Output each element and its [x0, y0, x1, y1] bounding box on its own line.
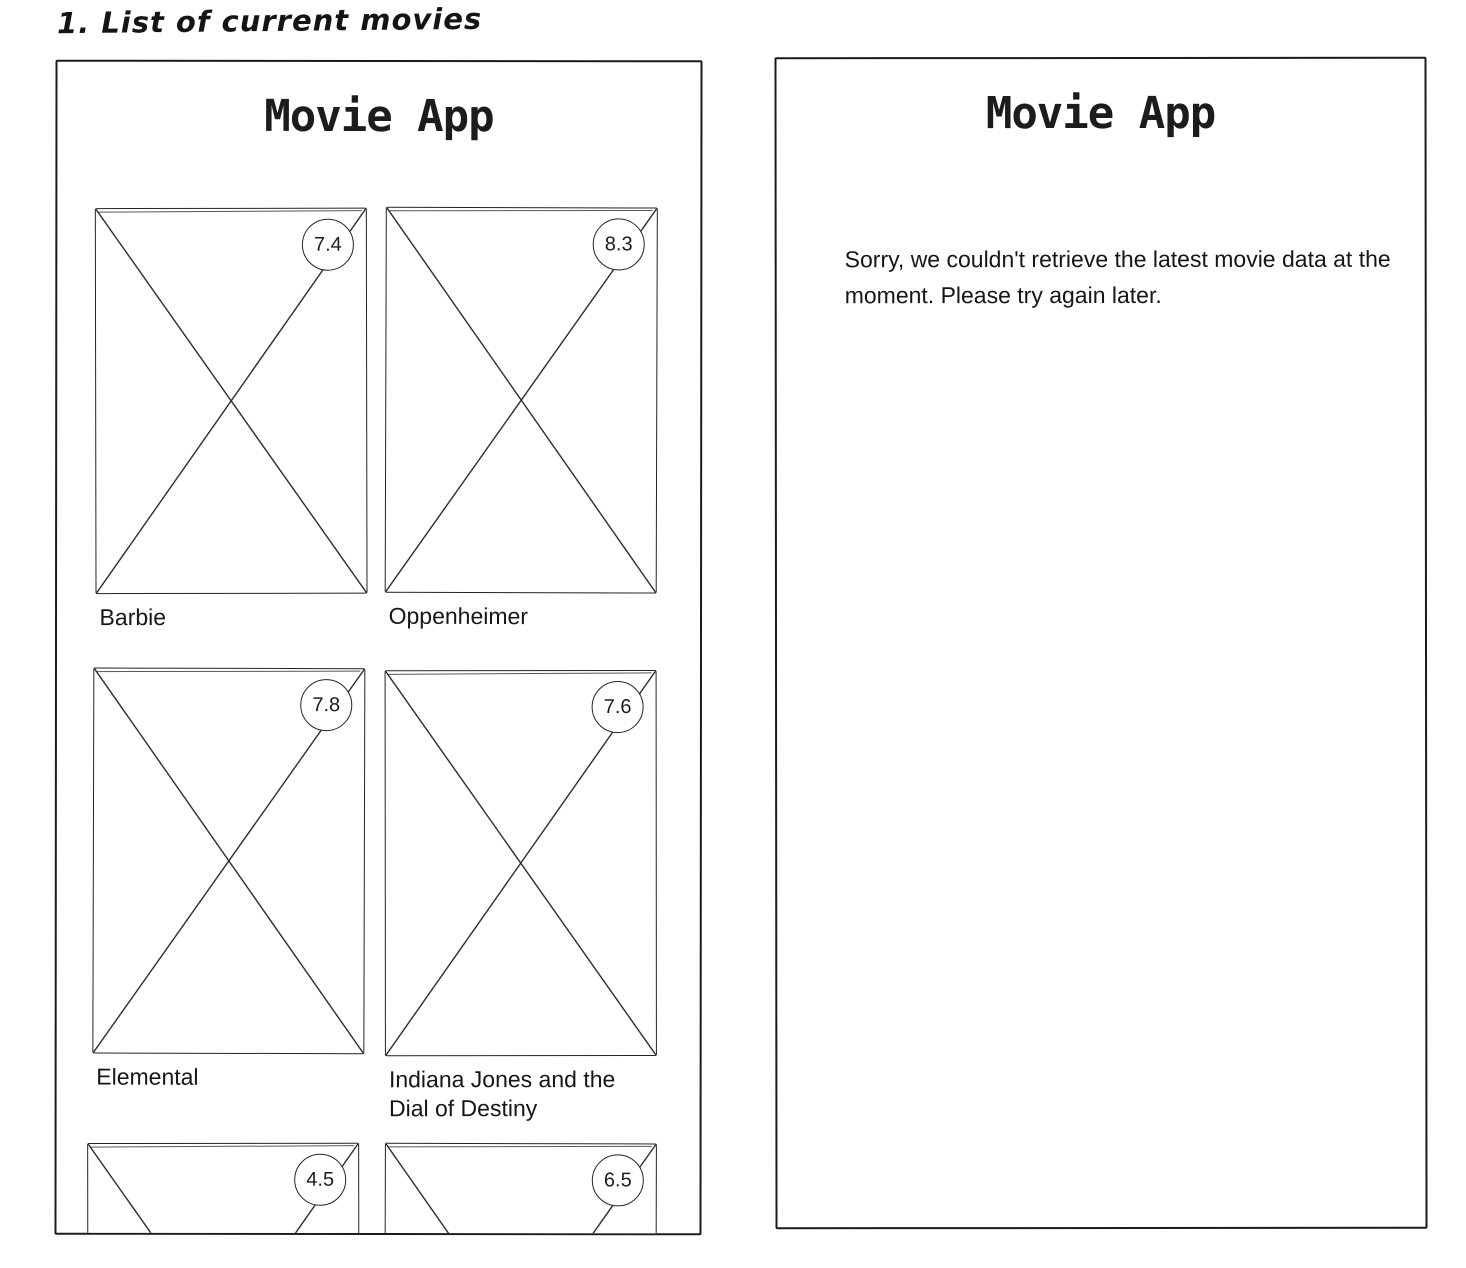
poster-placeholder: 7.8 [92, 667, 366, 1055]
movie-card[interactable]: 7.6 Indiana Jones and the Dial of Destin… [384, 670, 657, 1123]
movie-list-screen: Movie App 7.4 Barbie [54, 59, 703, 1236]
poster-placeholder: 4.5 [87, 1142, 360, 1236]
rating-value: 4.5 [306, 1168, 335, 1191]
image-placeholder-x-icon [386, 671, 656, 1055]
rating-value: 7.4 [313, 233, 342, 256]
image-placeholder-x-icon [93, 669, 364, 1054]
app-title: Movie App [264, 90, 494, 143]
poster-placeholder: 7.4 [94, 207, 368, 595]
rating-value: 8.3 [604, 232, 633, 255]
poster-placeholder: 6.5 [383, 1142, 657, 1236]
rating-value: 6.5 [603, 1168, 632, 1191]
poster-placeholder: 8.3 [384, 206, 658, 594]
movie-card[interactable]: 7.8 Elemental [92, 667, 366, 1092]
poster-placeholder: 7.6 [384, 670, 657, 1057]
image-placeholder-x-icon [88, 1144, 358, 1236]
rating-value: 7.6 [603, 695, 632, 718]
movie-card[interactable]: 8.3 Oppenheimer [384, 206, 658, 632]
rating-badge: 4.5 [294, 1153, 347, 1206]
image-placeholder-x-icon [386, 208, 657, 593]
rating-value: 7.8 [312, 693, 341, 716]
movie-title: Oppenheimer [388, 602, 529, 630]
rating-badge: 7.6 [591, 681, 644, 734]
rating-badge: 8.3 [592, 218, 645, 271]
rating-badge: 7.8 [300, 679, 353, 732]
movie-title: Indiana Jones and the Dial of Destiny [388, 1066, 616, 1121]
movie-error-screen: Movie App Sorry, we couldn't retrieve th… [774, 56, 1428, 1230]
app-title: Movie App [985, 87, 1216, 140]
movie-card[interactable]: 6.5 [383, 1142, 657, 1236]
image-placeholder-x-icon [385, 1144, 656, 1236]
movie-title: Elemental [96, 1063, 199, 1090]
image-placeholder-x-icon [96, 209, 367, 593]
movie-card[interactable]: 4.5 [87, 1142, 360, 1236]
error-message: Sorry, we couldn't retrieve the latest m… [844, 245, 1391, 308]
sketch-annotation: 1. List of current movies [56, 1, 483, 41]
rating-badge: 7.4 [301, 218, 354, 271]
rating-badge: 6.5 [591, 1154, 644, 1207]
movie-title: Barbie [99, 603, 167, 631]
movie-card[interactable]: 7.4 Barbie [94, 207, 368, 632]
